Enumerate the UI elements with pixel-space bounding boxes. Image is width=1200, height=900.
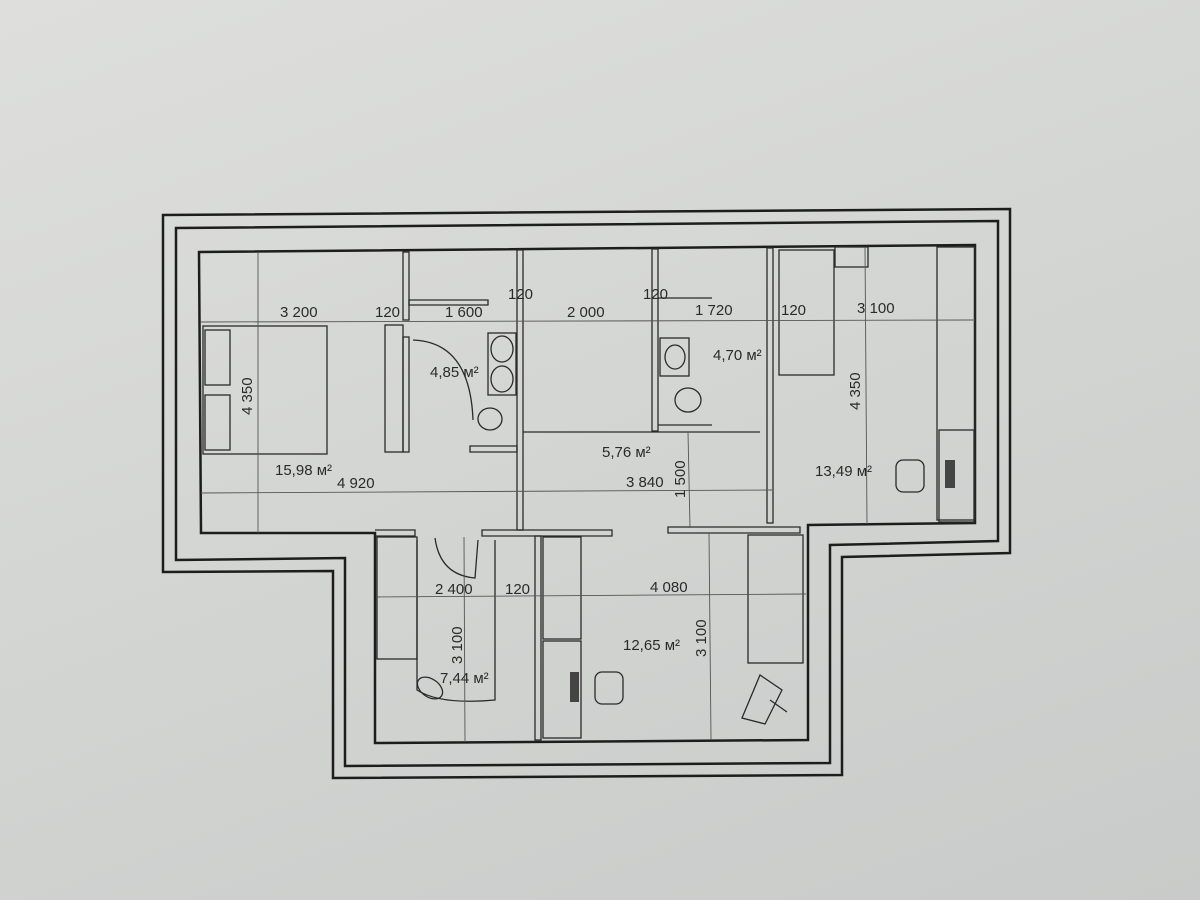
area-bedroom: 15,98 м² (275, 462, 332, 479)
chair-icon-small (416, 676, 444, 700)
sink-double (487, 332, 517, 396)
dim-wall-5: 120 (505, 581, 530, 598)
dim-office-depth: 3 100 (693, 619, 710, 657)
outer-frame (161, 207, 1012, 780)
desk-office (542, 640, 582, 739)
dim-bath1-width: 1 600 (445, 304, 483, 321)
dimension-lines (200, 246, 976, 743)
dim-hall-depth: 1 500 (672, 460, 689, 498)
area-bathroom-1: 4,85 м² (430, 364, 479, 381)
single-bed (778, 249, 835, 376)
dim-wall-1: 120 (375, 304, 400, 321)
interior-walls (375, 247, 801, 741)
armchair-icon (741, 674, 788, 725)
area-room-small: 7,44 м² (440, 670, 489, 687)
dim-right-width: 3 100 (857, 300, 895, 317)
dim-middle-width: 2 000 (567, 304, 605, 321)
dim-small-depth: 3 100 (449, 626, 466, 664)
area-bathroom-2: 4,70 м² (713, 347, 762, 364)
dim-wall-4: 120 (781, 302, 806, 319)
dim-bedroom-width: 3 200 (280, 304, 318, 321)
dim-wall-2: 120 (508, 286, 533, 303)
dim-bedroom-depth: 4 350 (239, 377, 256, 415)
sofa (747, 534, 804, 664)
area-room-office: 12,65 м² (623, 637, 680, 654)
dim-small-width: 2 400 (435, 581, 473, 598)
monitor-icon (945, 460, 955, 488)
chair-icon (895, 459, 925, 493)
area-room-right: 13,49 м² (815, 463, 872, 480)
middle-frame (174, 219, 1000, 768)
furniture (202, 246, 976, 739)
dim-right-depth: 4 350 (847, 372, 864, 410)
chair-icon-2 (594, 671, 624, 705)
dim-hall-width: 3 840 (626, 474, 664, 491)
dim-wall-3: 120 (643, 286, 668, 303)
sink-icon (664, 344, 686, 370)
area-hall: 5,76 м² (602, 444, 651, 461)
dim-bath2-width: 1 720 (695, 302, 733, 319)
dim-bedroom-total: 4 920 (337, 475, 375, 492)
bed (202, 325, 328, 455)
desk-right (938, 429, 975, 523)
toilet-icon-2 (674, 387, 702, 413)
toilet-icon (477, 407, 503, 431)
dim-office-width: 4 080 (650, 579, 688, 596)
monitor-icon-2 (570, 672, 579, 702)
